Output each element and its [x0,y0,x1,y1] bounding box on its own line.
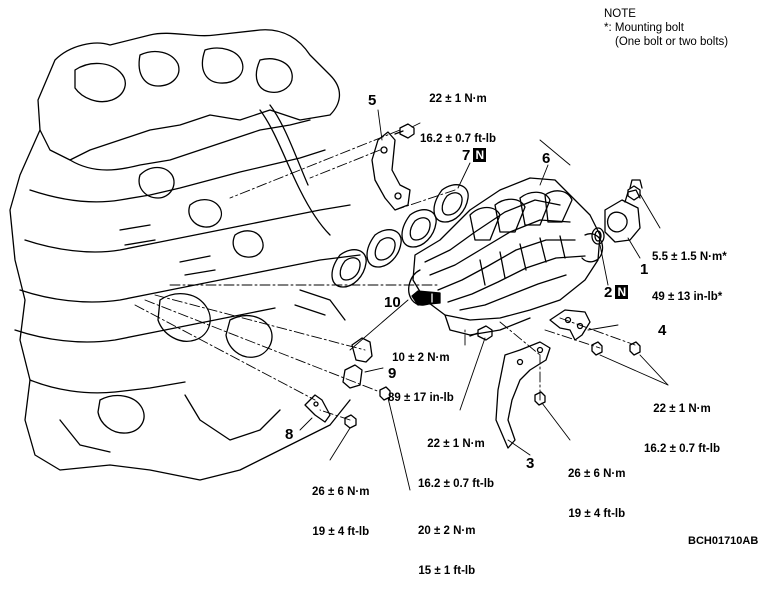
torque-spec-bottom: 20 ± 2 N·m 15 ± 1 ft-lb [418,499,475,592]
engine-block [9,29,361,481]
new-part-mark: N [473,148,487,162]
note-line-2: (One bolt or two bolts) [615,36,729,48]
callout-1: 1 [640,261,649,278]
bolt-8 [344,414,357,429]
figure-code: BCH01710AB [688,535,759,547]
torque-nm: 26 ± 6 N·m [312,486,370,499]
torque-spec-part1: 5.5 ± 1.5 N·m* 49 ± 13 in-lb* [652,225,727,318]
intake-gaskets [331,184,469,288]
intake-manifold [408,177,604,336]
torque-spec-part4: 22 ± 1 N·m 16.2 ± 0.7 ft-lb [644,377,720,470]
bracket-4 [549,309,591,341]
note-title: NOTE [604,8,636,20]
torque-nm: 10 ± 2 N·m [392,352,450,365]
bracket-5 [371,131,411,211]
torque-ftlb: 16.2 ± 0.7 ft-lb [644,443,720,456]
torque-ftlb: 19 ± 4 ft-lb [568,508,626,521]
bolts-3 [469,325,546,406]
torque-spec-part3: 22 ± 1 N·m 16.2 ± 0.7 ft-lb [418,412,494,505]
torque-nm: 5.5 ± 1.5 N·m* [652,251,727,264]
sensor-9 [342,337,391,401]
item-10-connector [411,290,441,306]
callout-3: 3 [526,455,535,472]
torque-nm: 20 ± 2 N·m [418,525,476,538]
torque-spec-part3-lower: 26 ± 6 N·m 19 ± 4 ft-lb [568,442,625,535]
torque-ftlb: 15 ± 1 ft-lb [418,565,476,578]
callout-9: 9 [388,365,397,382]
leader-lines [299,109,669,491]
callout-5: 5 [368,92,377,109]
torque-ftlb: 19 ± 4 ft-lb [312,526,370,539]
callout-4: 4 [658,322,667,339]
torque-spec-part9: 10 ± 2 N·m 89 ± 17 in-lb [388,326,454,419]
callout-6: 6 [542,150,551,167]
assembly-lines [134,129,636,421]
exploded-view-drawing [9,29,669,491]
new-part-mark: N [615,285,629,299]
bolt-top [394,123,415,139]
bracket-8 [304,394,331,423]
bolts-4 [591,341,641,356]
torque-spec-top: 22 ± 1 N·m 16.2 ± 0.7 ft-lb [420,67,496,160]
torque-nm: 22 ± 1 N·m [429,93,487,106]
callout-7-number: 7 [462,147,471,164]
callout-10: 10 [384,294,401,311]
torque-ftlb: 16.2 ± 0.7 ft-lb [420,133,496,146]
torque-inlb: 49 ± 13 in-lb* [652,291,723,304]
torque-nm: 26 ± 6 N·m [568,468,626,481]
note-line-1: *: Mounting bolt [604,22,684,34]
torque-nm: 22 ± 1 N·m [427,438,485,451]
throttle-body [604,179,643,243]
torque-ftlb: 16.2 ± 0.7 ft-lb [418,478,494,491]
torque-nm: 22 ± 1 N·m [653,403,711,416]
bracket-3 [495,341,551,449]
torque-inlb: 89 ± 17 in-lb [388,392,454,405]
o-ring [591,227,605,245]
torque-spec-part8: 26 ± 6 N·m 19 ± 4 ft-lb [312,460,369,553]
bolt-throttle [627,185,641,201]
callout-2-number: 2 [604,284,613,301]
callout-8: 8 [285,426,294,443]
